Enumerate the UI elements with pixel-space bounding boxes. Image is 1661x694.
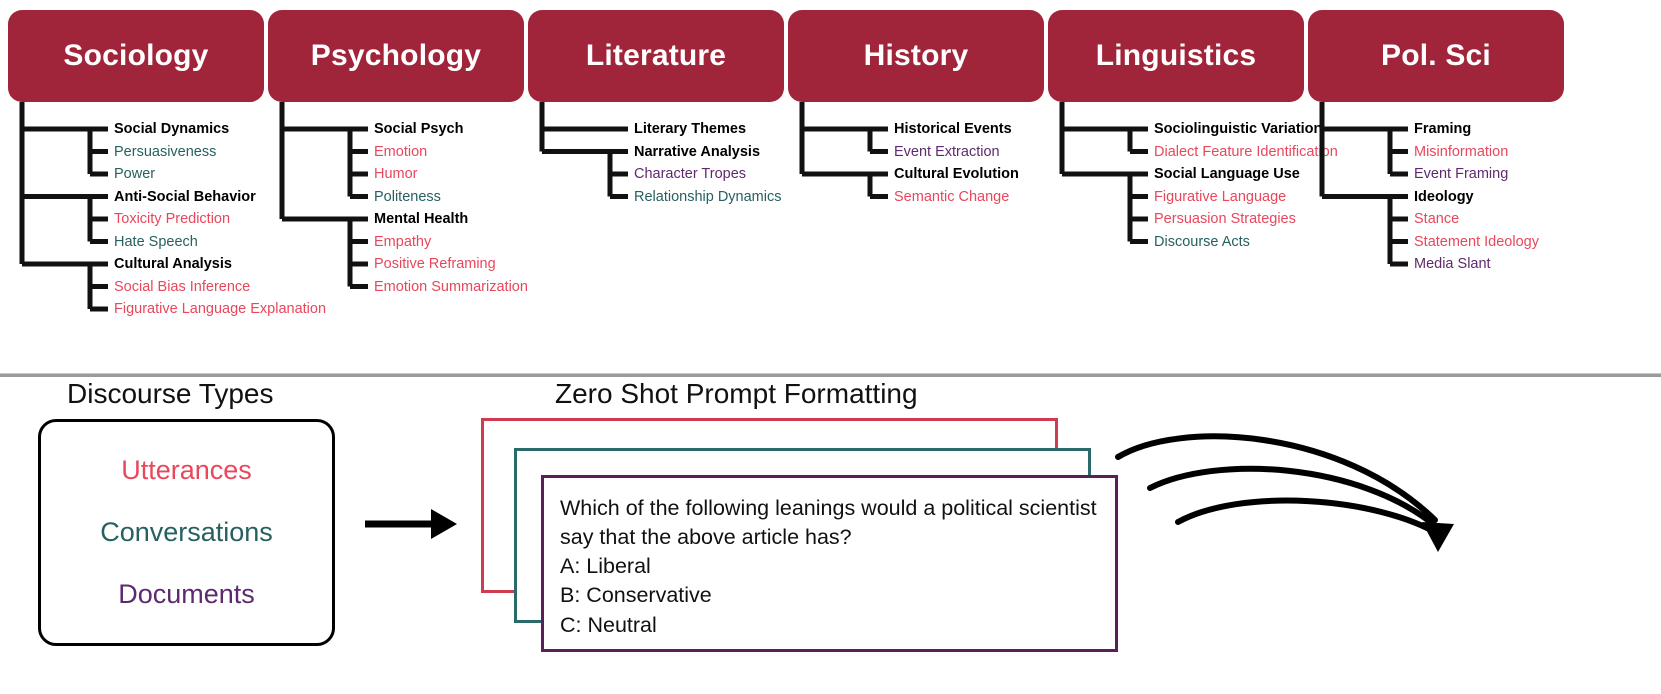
task-label: Event Framing bbox=[1414, 166, 1509, 182]
task-group-label: Ideology bbox=[1414, 188, 1474, 205]
task-label: Misinformation bbox=[1414, 143, 1509, 160]
task-label: Event Extraction bbox=[894, 143, 1000, 160]
task-label: Power bbox=[114, 166, 156, 182]
task-label: Figurative Language bbox=[1154, 188, 1287, 205]
task-label: Emotion bbox=[374, 143, 428, 160]
tree-connectors bbox=[279, 102, 368, 289]
task-label: Media Slant bbox=[1414, 256, 1491, 272]
task-label: Figurative Language Explanation bbox=[114, 301, 327, 317]
task-group-label: Framing bbox=[1414, 121, 1472, 137]
discourse-item-conversations: Conversations bbox=[100, 516, 273, 547]
task-group-label: Social Language Use bbox=[1154, 166, 1300, 182]
discipline-header[interactable]: Pol. Sci bbox=[1308, 10, 1564, 102]
discipline-header[interactable]: Literature bbox=[528, 10, 784, 102]
task-group-label: Cultural Analysis bbox=[114, 256, 232, 272]
task-group-label: Historical Events bbox=[894, 121, 1012, 137]
task-label: Humor bbox=[374, 166, 418, 182]
discipline-header[interactable]: Psychology bbox=[268, 10, 524, 102]
task-label: Emotion Summarization bbox=[374, 278, 528, 295]
prompt-formatting-title: Zero Shot Prompt Formatting bbox=[555, 378, 918, 409]
task-group-label: Cultural Evolution bbox=[894, 166, 1019, 182]
prompt-to-llm-arrows bbox=[1115, 433, 1454, 552]
tree-connectors bbox=[19, 102, 108, 312]
tree-connectors bbox=[539, 102, 628, 199]
task-label: Stance bbox=[1414, 211, 1460, 227]
task-group-label: Anti-Social Behavior bbox=[114, 188, 256, 205]
discipline-header[interactable]: History bbox=[788, 10, 1044, 102]
task-label: Hate Speech bbox=[114, 233, 198, 250]
prompt-card-documents: Which of the following leanings would a … bbox=[541, 475, 1118, 652]
task-label: Persuasiveness bbox=[114, 143, 217, 160]
discourse-item-utterances: Utterances bbox=[121, 455, 252, 486]
task-label: Relationship Dynamics bbox=[634, 188, 782, 205]
prompt-text: Which of the following leanings would a … bbox=[560, 496, 1097, 637]
discipline-header[interactable]: Linguistics bbox=[1048, 10, 1304, 102]
task-group-label: Literary Themes bbox=[634, 121, 747, 137]
task-label: Positive Reframing bbox=[374, 256, 496, 272]
task-label: Semantic Change bbox=[894, 188, 1010, 205]
task-label: Politeness bbox=[374, 188, 441, 205]
task-label: Persuasion Strategies bbox=[1154, 211, 1296, 227]
task-label: Empathy bbox=[374, 233, 432, 250]
task-label: Social Bias Inference bbox=[114, 278, 251, 295]
task-group-label: Narrative Analysis bbox=[634, 143, 761, 160]
task-group-label: Mental Health bbox=[374, 211, 469, 227]
discourse-item-documents: Documents bbox=[118, 578, 255, 609]
arrow-right-icon bbox=[365, 509, 457, 539]
task-group-label: Social Psych bbox=[374, 121, 464, 137]
discourse-types-title: Discourse Types bbox=[67, 378, 274, 409]
discourse-types-box: Utterances Conversations Documents bbox=[38, 419, 335, 646]
section-divider bbox=[0, 373, 1661, 377]
tree-connectors bbox=[1059, 102, 1148, 244]
task-label: Dialect Feature Identification bbox=[1154, 143, 1338, 160]
task-label: Toxicity Prediction bbox=[114, 211, 231, 227]
discipline-header[interactable]: Sociology bbox=[8, 10, 264, 102]
tree-connectors bbox=[799, 102, 888, 199]
task-label: Statement Ideology bbox=[1414, 233, 1539, 250]
task-label: Discourse Acts bbox=[1154, 233, 1250, 250]
task-group-label: Social Dynamics bbox=[114, 121, 230, 137]
task-group-label: Sociolinguistic Variation bbox=[1154, 121, 1323, 137]
task-label: Character Tropes bbox=[634, 166, 747, 182]
pipeline-panel: Discourse Types Zero Shot Prompt Formatt… bbox=[0, 378, 1661, 694]
tree-connectors bbox=[1319, 102, 1408, 267]
